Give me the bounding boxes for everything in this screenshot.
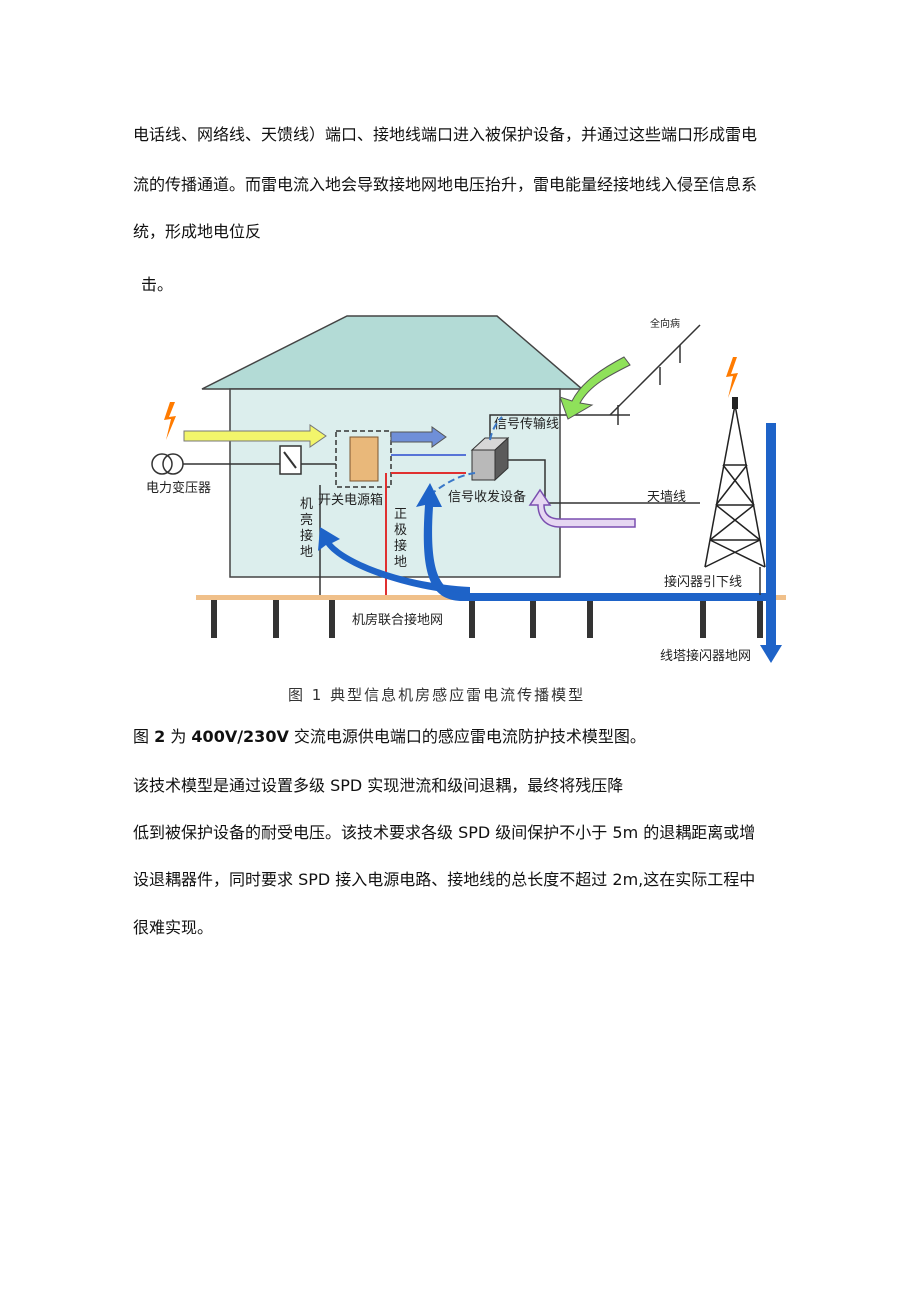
tower-down-arrow [760,423,782,663]
ground-rod [757,600,763,638]
svg-text:亮: 亮 [300,512,313,528]
ground-rod [587,600,593,638]
purple-arrow [528,488,636,528]
label-signal-device: 信号收发设备 [448,489,526,505]
svg-text:机: 机 [300,497,313,512]
switch-box-frame [335,430,392,488]
house-roof [201,315,585,390]
figure-caption: 图 1 典型信息机房感应雷电流传播模型 [288,686,585,704]
label-tower-ground: 线塔接闪器地网 [660,648,751,664]
label-rack-ground: 机 亮 接 地 [300,497,313,560]
yellow-arrow [183,424,327,448]
paragraph-line-4: 击。 [141,275,174,294]
ground-rod [530,600,536,638]
ground-rod [211,600,217,638]
fig2-rest: 交流电源供电端口的感应雷电流防护技术模型图。 [288,727,646,746]
switch-box-icon [349,436,379,482]
house-wall [229,388,561,578]
fig2-voltage: 400V/230V [191,727,289,746]
paragraph-line-2: 流的传播通道。而雷电流入地会导致接地网地电压抬升，雷电能量经接地线入侵至信息系 [133,175,758,194]
paragraph-line-3: 统，形成地电位反 [133,222,262,241]
fig2-mid: 为 [165,727,192,746]
label-down-conductor: 接闪器引下线 [664,574,742,590]
figure2-intro-line: 图 2 为 400V/230V 交流电源供电端口的感应雷电流防护技术模型图。 [133,727,646,747]
signal-device-icon [471,449,496,481]
label-antenna-line: 天墙线 [647,490,686,505]
green-arrow [559,356,631,420]
transformer-icon [151,453,173,475]
fig2-number: 2 [154,727,166,746]
label-switch-box: 开关电源箱 [318,492,383,508]
blue-ground-arrow [318,527,470,595]
svg-text:正: 正 [394,507,407,522]
lightning-bolt-icon [164,402,176,440]
label-combined-ground: 机房联合接地网 [352,612,443,628]
blue-arrow [390,426,447,448]
lightning-bolt-icon [726,357,738,398]
ground-rod [700,600,706,638]
lightning-propagation-figure: 电力变压器 全向病 信号传输线 开关电源箱 信号收发设备 天墙线 机 亮 接 地… [146,315,786,704]
svg-text:接: 接 [300,528,313,544]
label-antenna-top: 全向病 [650,317,680,330]
paragraph-bottom-4: 很难实现。 [133,918,214,937]
ground-rod [273,600,279,638]
svg-text:极: 极 [394,523,407,538]
paragraph-bottom-1: 该技术模型是通过设置多级 SPD 实现泄流和级间退耦，最终将残压降 [133,776,624,795]
antenna-mast [609,324,701,416]
svg-text:接: 接 [394,538,407,554]
label-signal-line: 信号传输线 [494,416,559,432]
svg-text:地: 地 [394,555,407,570]
label-positive-ground: 正 极 接 地 [394,507,407,570]
ground-rods [211,600,763,638]
paragraph-bottom-3: 设退耦器件，同时要求 SPD 接入电源电路、接地线的总长度不超过 2m,这在实际… [133,870,756,889]
svg-text:地: 地 [300,545,313,560]
label-transformer: 电力变压器 [146,480,211,496]
ground-rod [329,600,335,638]
paragraph-bottom-2: 低到被保护设备的耐受电压。该技术要求各级 SPD 级间保护不小于 5m 的退耦距… [133,823,756,842]
tower-icon [704,404,766,568]
ground-rod [469,600,475,638]
fig2-prefix: 图 [133,727,155,746]
paragraph-line-1: 电话线、网络线、天馈线）端口、接地线端口进入被保护设备，并通过这些端口形成雷电 [133,125,758,144]
